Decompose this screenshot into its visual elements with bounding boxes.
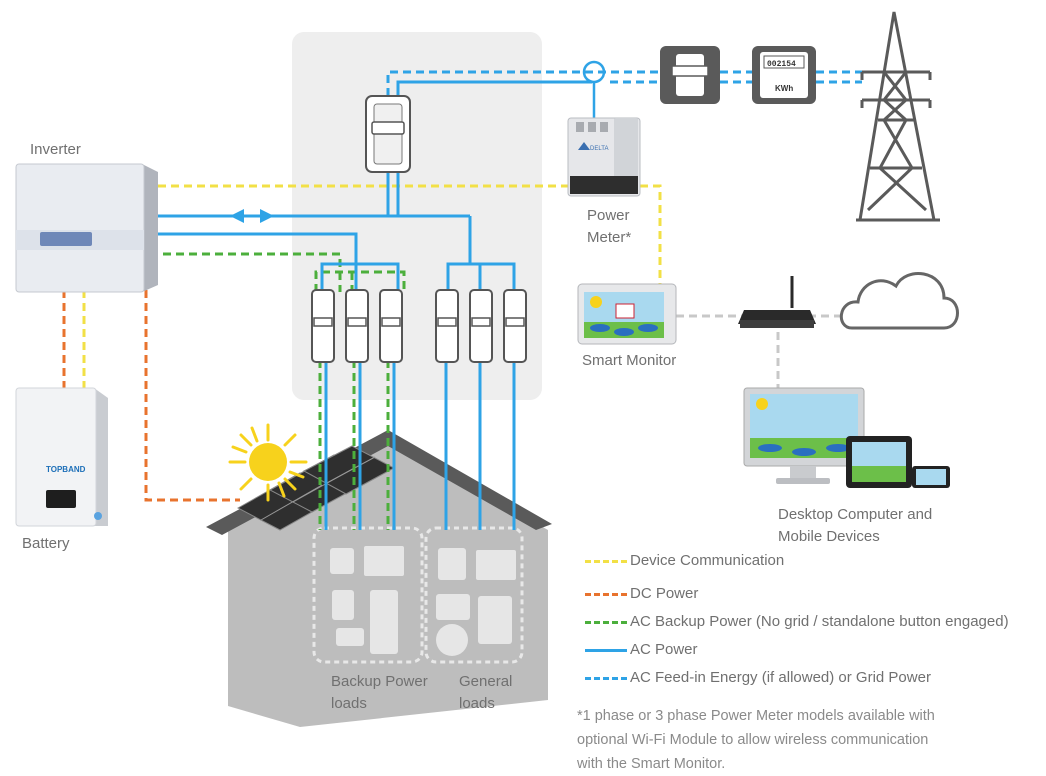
footnote-line: optional Wi-Fi Module to allow wireless … — [577, 732, 929, 748]
general-loads-label: General — [459, 673, 512, 690]
legend-label: AC Feed-in Energy (if allowed) or Grid P… — [630, 669, 931, 686]
battery-brand: TOPBAND — [46, 465, 86, 474]
legend-swatch — [585, 621, 627, 624]
backup-breakers — [311, 289, 403, 363]
desktop-computer-device — [743, 387, 865, 484]
battery-device — [15, 387, 108, 527]
backup-loads-label-2: loads — [331, 695, 367, 712]
legend-swatch — [585, 649, 627, 652]
kwh-reading: 002154 — [767, 60, 796, 69]
power-meter-label: Power — [587, 207, 630, 224]
legend-swatch — [585, 560, 627, 563]
legend-label: DC Power — [630, 585, 699, 602]
dc-power-wiring — [62, 290, 240, 502]
smart-monitor-device — [577, 283, 677, 345]
tablet-device — [846, 436, 912, 488]
legend-label: AC Backup Power (No grid / standalone bu… — [630, 613, 1009, 630]
footnote: *1 phase or 3 phase Power Meter models a… — [577, 704, 1037, 776]
kwh-meter — [752, 46, 816, 104]
inverter-device — [15, 163, 158, 293]
power-meter-brand: DELTA — [590, 146, 608, 152]
legend-item-ac-power: AC Power — [585, 639, 1046, 661]
smart-monitor-label: Smart Monitor — [582, 352, 676, 369]
cloud-icon — [839, 272, 959, 330]
legend-swatch — [585, 593, 627, 596]
bidirectional-arrow-icon — [230, 209, 274, 223]
legend-item-dc-power: DC Power — [585, 583, 1046, 605]
main-breaker — [365, 95, 411, 173]
ac-backup-power-wiring — [150, 252, 406, 530]
legend-item-ac-backup-power: AC Backup Power (No grid / standalone bu… — [585, 611, 1046, 633]
transmission-tower-icon — [856, 11, 940, 222]
power-meter-device — [567, 117, 641, 197]
inverter-label: Inverter — [30, 141, 81, 158]
network-wiring — [676, 314, 840, 388]
footnote-line: with the Smart Monitor. — [577, 756, 726, 772]
ac-feed-in-wiring — [386, 70, 862, 96]
device-communication-wiring — [82, 184, 662, 390]
phone-device — [912, 466, 950, 488]
router-icon — [738, 276, 816, 328]
legend-swatch — [585, 677, 627, 680]
desktop-label-2: Mobile Devices — [778, 528, 880, 545]
legend-item-ac-feed-in: AC Feed-in Energy (if allowed) or Grid P… — [585, 667, 1046, 689]
sun-icon — [228, 423, 308, 502]
desktop-label: Desktop Computer and — [778, 506, 932, 523]
grid-breaker — [660, 46, 720, 104]
legend-label: AC Power — [630, 641, 698, 658]
backup-loads-label: Backup Power — [331, 673, 428, 690]
general-breakers — [435, 289, 527, 363]
power-meter-label-2: Meter* — [587, 229, 631, 246]
footnote-line: *1 phase or 3 phase Power Meter models a… — [577, 708, 935, 724]
legend-label: Device Communication — [630, 552, 785, 569]
legend-item-device-communication: Device Communication — [585, 550, 1046, 572]
general-loads-label-2: loads — [459, 695, 495, 712]
battery-label: Battery — [22, 535, 70, 552]
kwh-unit: KWh — [775, 84, 793, 93]
